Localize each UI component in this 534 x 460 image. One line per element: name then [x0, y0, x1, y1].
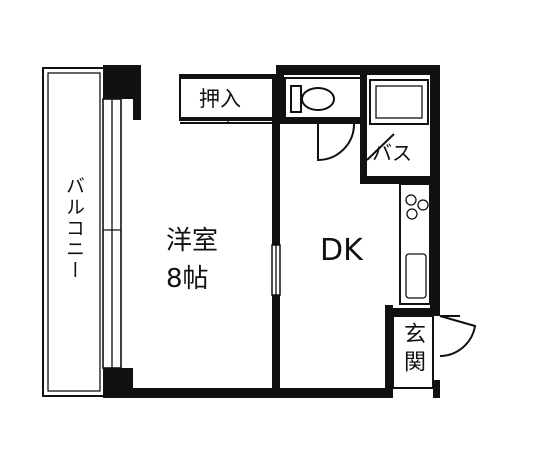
toilet	[280, 75, 366, 162]
balcony-label: バルコニー	[63, 176, 85, 281]
western-room-name: 洋室	[166, 226, 219, 256]
western-room-size: 8帖	[166, 264, 209, 294]
entrance-door	[392, 315, 477, 389]
kitchen-counter	[399, 183, 431, 305]
bath-label: バス	[372, 141, 412, 165]
bath-area	[360, 75, 430, 184]
partition-wall	[271, 75, 281, 390]
west-window	[102, 98, 122, 369]
entrance-label: 玄関	[400, 322, 425, 378]
closet-label: 押入	[199, 87, 241, 111]
dk-label: DK	[320, 233, 363, 268]
exterior-walls	[103, 65, 440, 398]
